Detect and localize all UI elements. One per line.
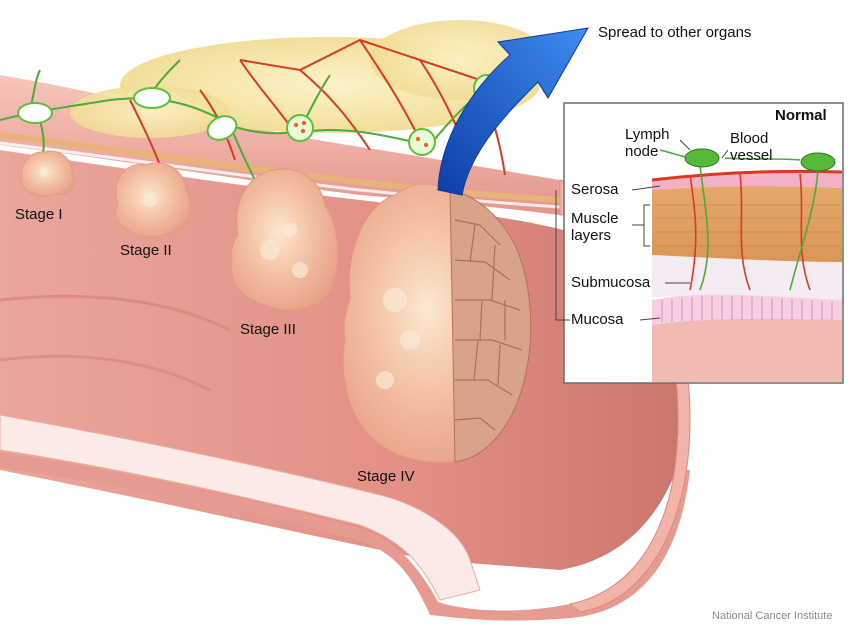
inset-muscle-texture bbox=[655, 204, 840, 247]
cancer-cell bbox=[300, 128, 306, 134]
inset-vessels bbox=[659, 149, 819, 291]
colon-bottom-outer bbox=[0, 452, 690, 621]
cancer-cell bbox=[301, 120, 307, 126]
lymph-node-label: Lymph node bbox=[625, 126, 669, 161]
cancer-cell bbox=[293, 122, 299, 128]
lymph-node-label-line2: node bbox=[625, 143, 659, 161]
colon-fold bbox=[0, 294, 231, 332]
colon-fold bbox=[0, 354, 211, 392]
colon-wall-stripe bbox=[0, 132, 561, 203]
lymph-node bbox=[206, 115, 238, 141]
serosa-label: Serosa bbox=[571, 181, 619, 198]
lymph-node bbox=[17, 102, 53, 124]
muscle-layers-label: Muscle layers bbox=[571, 210, 619, 245]
inset-lymph-node bbox=[684, 148, 720, 168]
inset-blood-vessel-main bbox=[651, 169, 843, 182]
stage-3-label: Stage III bbox=[240, 321, 296, 338]
normal-inset bbox=[555, 102, 844, 384]
spread-label: Spread to other organs bbox=[598, 24, 752, 41]
inset-mucosa-folds bbox=[652, 294, 842, 325]
cancer-cell bbox=[415, 136, 421, 142]
colon-cut-edge bbox=[0, 414, 481, 601]
lymph-node-label-line1: Lymph bbox=[625, 126, 670, 143]
stage-2-label: Stage II bbox=[120, 242, 172, 259]
blood-vessel-label-line2: vessel bbox=[730, 147, 773, 165]
inset-lymph-node bbox=[800, 152, 836, 172]
submucosa-label: Submucosa bbox=[571, 274, 651, 291]
inset-title: Normal bbox=[775, 107, 827, 124]
cancer-cell bbox=[423, 142, 429, 148]
lymph-node-cancerous bbox=[286, 114, 314, 142]
blood-vessel-label: Blood vessel bbox=[730, 130, 773, 165]
tumor-section-cells bbox=[454, 219, 523, 431]
mucosa-label: Mucosa bbox=[571, 311, 624, 328]
colon-wall-stripe bbox=[0, 141, 561, 209]
muscle-label-line1: Muscle bbox=[571, 210, 619, 227]
tumor-stage-3 bbox=[230, 168, 339, 311]
stage-4-label: Stage IV bbox=[357, 468, 415, 485]
blood-vessel-label-line1: Blood bbox=[730, 130, 769, 147]
tumor-texture bbox=[39, 167, 420, 389]
lymph-node bbox=[133, 87, 171, 109]
spread-arrow bbox=[437, 27, 589, 196]
stage-1-label: Stage I bbox=[15, 206, 63, 223]
inset-mucosa-villi bbox=[661, 296, 833, 322]
lymph-node-cancerous bbox=[408, 128, 436, 156]
inset-submucosa bbox=[652, 255, 842, 300]
credit-text: National Cancer Institute bbox=[712, 610, 833, 622]
muscle-label-line2: layers bbox=[571, 227, 612, 245]
inset-leader-lines bbox=[555, 139, 729, 321]
tumors bbox=[20, 150, 532, 464]
